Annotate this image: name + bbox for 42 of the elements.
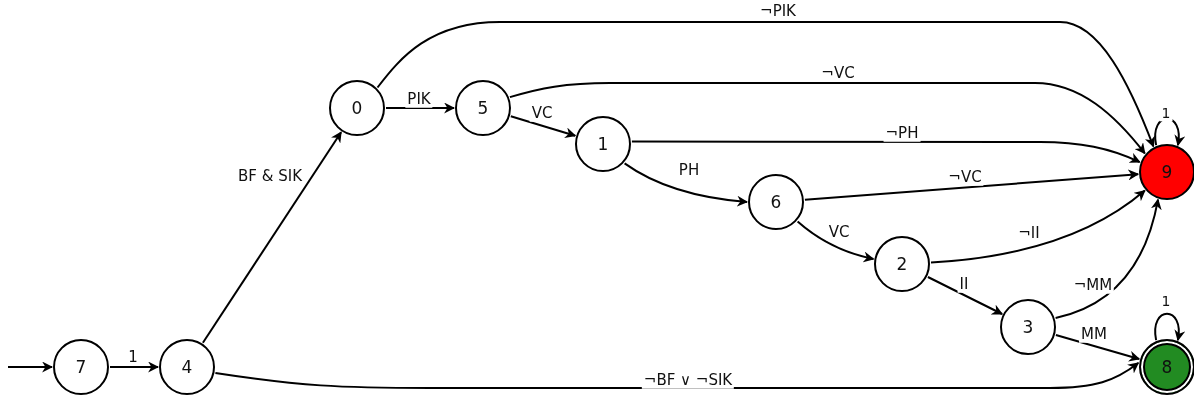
edge-label: MM (1079, 325, 1109, 343)
state-label: 5 (477, 99, 489, 117)
state-label: 8 (1161, 358, 1173, 376)
state-circle (455, 80, 511, 136)
transition-arrow (214, 362, 1140, 389)
edge-label: ¬BF ∨ ¬SIK (641, 371, 735, 389)
transition-arrow (1054, 198, 1162, 319)
state-circle (575, 116, 631, 172)
transition-arrow (7, 361, 54, 373)
state-label: 6 (770, 193, 782, 211)
state-circle (329, 80, 385, 136)
state-label: 9 (1161, 163, 1173, 181)
transition-arrow (796, 220, 875, 263)
state-label: 0 (351, 99, 363, 117)
self-loop-arrow (1154, 117, 1185, 147)
state-circle (1139, 144, 1194, 200)
edge-label: ¬PH (883, 124, 921, 142)
transition-arrow (803, 169, 1140, 201)
state-circle (748, 174, 804, 230)
state-label: 2 (896, 255, 908, 273)
transition-arrow (630, 140, 1141, 164)
state-label: 4 (181, 358, 193, 376)
state-circle (159, 339, 215, 395)
self-loop-arrow (1154, 312, 1185, 342)
state-circle (1000, 299, 1056, 355)
transition-arrow (623, 162, 749, 207)
transition-arrow (926, 276, 1004, 315)
transition-arrow (109, 361, 160, 373)
transition-arrow (508, 82, 1146, 155)
transition-arrow (1054, 334, 1141, 362)
transition-arrow (201, 131, 343, 344)
state-label: 3 (1022, 318, 1034, 336)
state-label: 1 (597, 135, 609, 153)
state-label: 7 (75, 358, 87, 376)
transition-arrow (509, 115, 577, 139)
state-circle (874, 236, 930, 292)
accepting-state-circle (1139, 339, 1194, 395)
edge-label: 1 (1159, 106, 1173, 122)
transition-arrow (385, 102, 456, 114)
state-circle (53, 339, 109, 395)
transition-arrow (376, 21, 1155, 148)
transition-arrow (930, 189, 1146, 264)
